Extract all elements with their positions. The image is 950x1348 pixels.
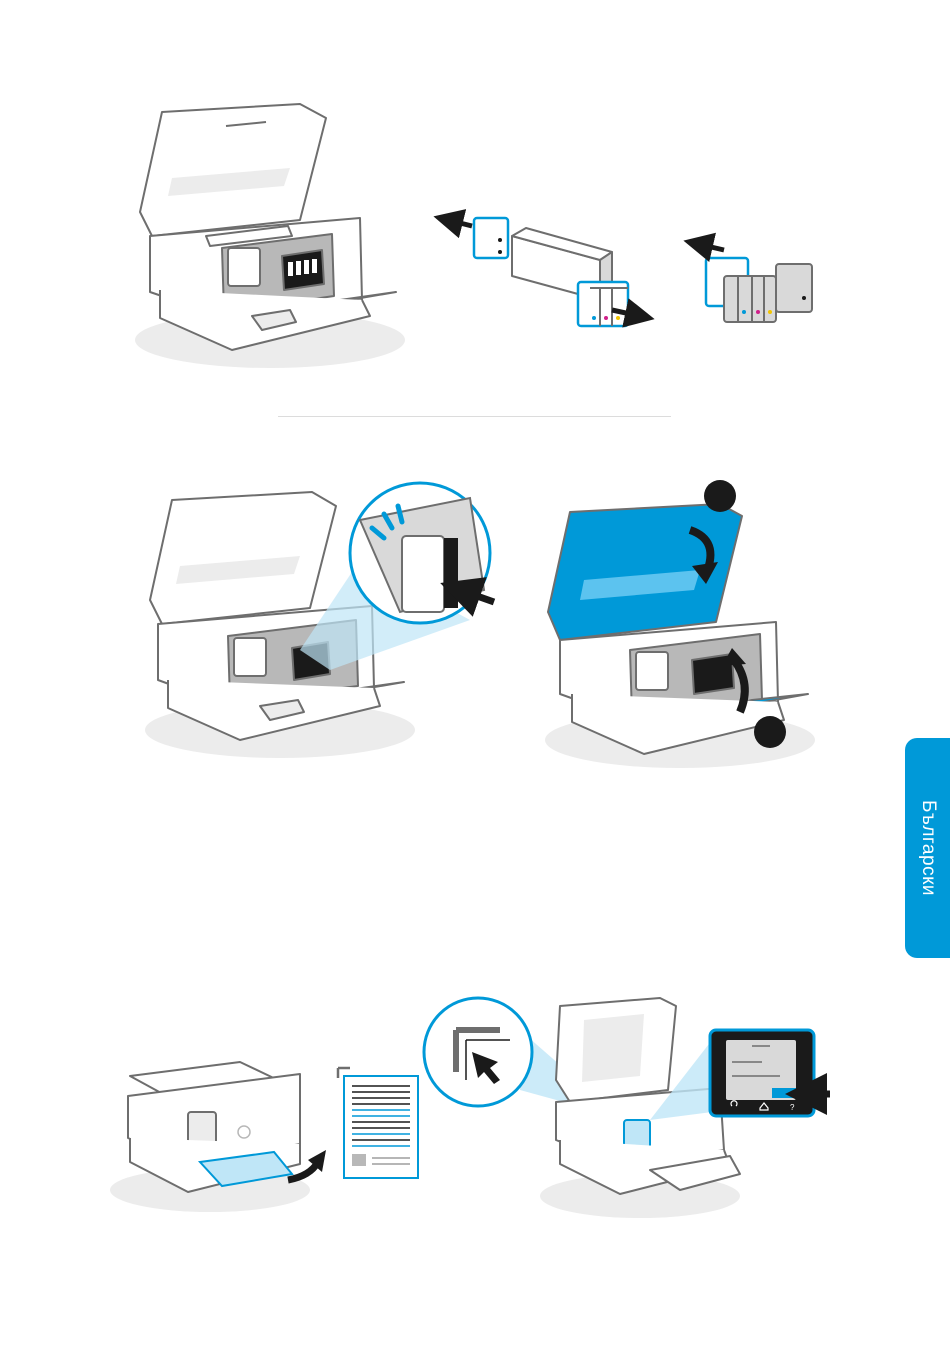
printer-open-illustration: [135, 104, 405, 368]
help-icon: ?: [790, 1103, 795, 1112]
cartridges-illustration: [706, 258, 812, 322]
arrow-left-icon: [448, 220, 472, 226]
control-panel: ?: [710, 1030, 814, 1116]
language-tab-label: Български: [917, 800, 939, 896]
zoom-circle: [350, 483, 490, 623]
cartridge-box-illustration: [474, 218, 628, 326]
step-marker: [704, 480, 736, 512]
printer-print-illustration: [110, 1062, 310, 1212]
arrow-left-icon: [698, 244, 724, 250]
step-marker: [754, 716, 786, 748]
language-tab[interactable]: Български: [905, 738, 950, 958]
alignment-sheet: [338, 1068, 418, 1178]
corner-zoom-circle: [424, 998, 532, 1106]
